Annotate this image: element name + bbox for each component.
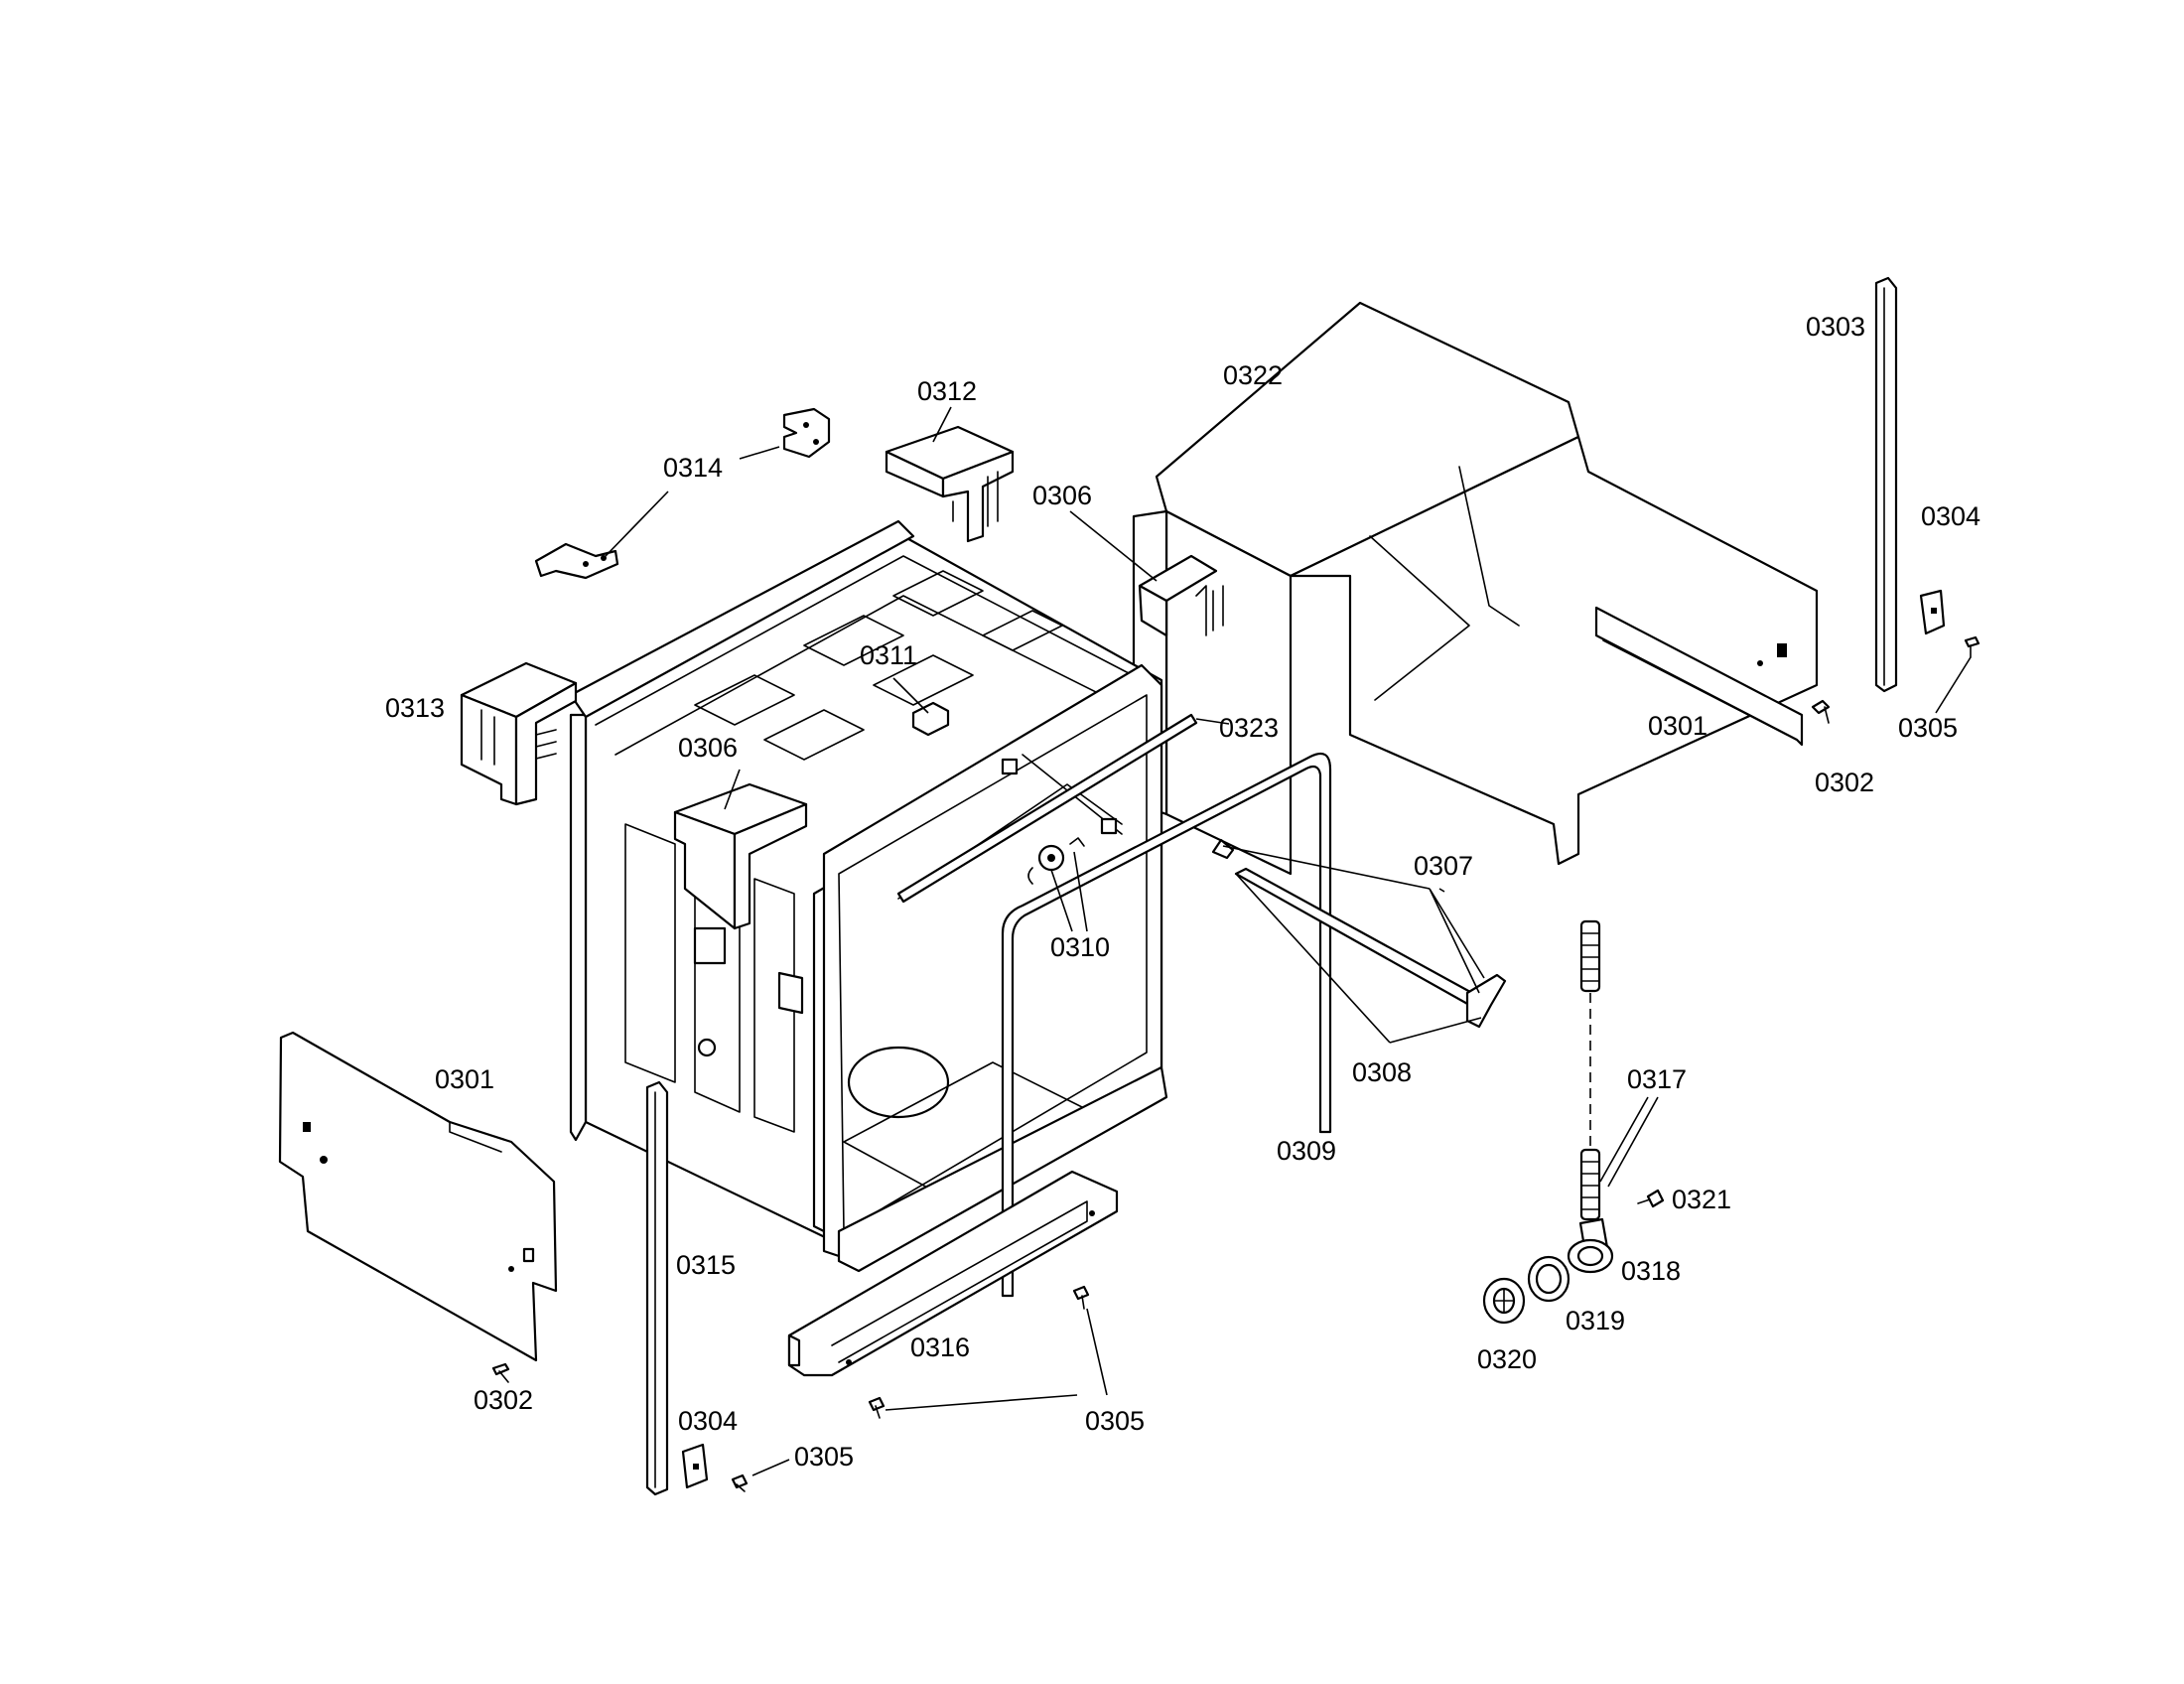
label-0305-right: 0305 — [1898, 713, 1958, 743]
label-0305-bottom: 0305 — [1085, 1406, 1145, 1436]
label-0303: 0303 — [1806, 312, 1865, 342]
label-0306-right: 0306 — [1032, 481, 1092, 510]
label-0308: 0308 — [1352, 1057, 1412, 1087]
part-0309-seal-frame[interactable] — [1001, 752, 1332, 1298]
part-0301-side-panel-left[interactable] — [278, 1031, 558, 1362]
label-0315: 0315 — [676, 1250, 736, 1280]
part-0316-bottom-rail[interactable] — [787, 1170, 1119, 1377]
part-0319-ring[interactable] — [1527, 1255, 1570, 1303]
label-0305-left: 0305 — [794, 1442, 854, 1472]
part-0320-cap[interactable] — [1482, 1277, 1526, 1325]
part-0303-strip[interactable] — [1874, 276, 1898, 693]
part-0313-hinge-bracket[interactable] — [460, 661, 578, 806]
label-0311: 0311 — [860, 640, 917, 670]
part-0302-screw-left[interactable] — [491, 1362, 510, 1383]
label-0312: 0312 — [917, 376, 977, 406]
label-0314: 0314 — [663, 453, 723, 483]
part-0302-screw-right[interactable] — [1811, 699, 1831, 724]
label-0306-left: 0306 — [678, 733, 738, 763]
label-0317: 0317 — [1627, 1064, 1687, 1094]
part-0306-bracket-right[interactable] — [1069, 510, 1224, 637]
label-0301-right: 0301 — [1648, 711, 1707, 741]
label-0322: 0322 — [1223, 360, 1283, 390]
label-0321: 0321 — [1672, 1185, 1731, 1214]
part-0304-clip-right[interactable] — [1919, 589, 1946, 635]
label-0319: 0319 — [1566, 1306, 1625, 1335]
part-0304-clip-left[interactable] — [681, 1443, 709, 1489]
label-layer: 0301 0301 0302 0302 0303 0304 0304 0305 … — [385, 312, 1980, 1472]
label-0304-right: 0304 — [1921, 501, 1980, 531]
part-0310-bearings[interactable] — [1027, 837, 1088, 932]
label-0302-left: 0302 — [474, 1385, 533, 1415]
part-0301-side-panel-right[interactable] — [1594, 606, 1804, 747]
part-0307-0308-hinge-rod[interactable] — [1211, 838, 1507, 1044]
label-0310: 0310 — [1050, 932, 1110, 962]
label-0307: 0307 — [1414, 851, 1473, 881]
part-0306-bracket-left[interactable] — [673, 769, 808, 930]
part-0321-screw[interactable] — [1637, 1189, 1665, 1208]
label-0323: 0323 — [1219, 713, 1279, 743]
part-0311-latch[interactable] — [892, 677, 950, 737]
part-0305-screw-right[interactable] — [1935, 635, 1980, 714]
label-0302-right: 0302 — [1815, 768, 1874, 797]
label-0313: 0313 — [385, 693, 445, 723]
label-0318: 0318 — [1621, 1256, 1681, 1286]
part-0318-connector[interactable] — [1567, 1217, 1614, 1274]
part-0323-rail[interactable] — [896, 713, 1230, 904]
label-0304-left: 0304 — [678, 1406, 738, 1436]
part-0317-drain-hose[interactable] — [1579, 919, 1659, 1221]
label-0301-left: 0301 — [435, 1064, 494, 1094]
label-0316: 0316 — [910, 1333, 970, 1362]
label-0320: 0320 — [1477, 1344, 1537, 1374]
part-0305-screws-bottom[interactable] — [868, 1285, 1108, 1419]
part-0305-screw-left[interactable] — [731, 1459, 790, 1492]
label-0309: 0309 — [1277, 1136, 1336, 1166]
part-0315-seal-strip[interactable] — [645, 1080, 669, 1496]
part-0312-hinge-bracket[interactable] — [885, 406, 1015, 543]
part-0314-hinge-plates[interactable] — [534, 407, 831, 580]
dishwasher-tub[interactable] — [569, 519, 1168, 1273]
